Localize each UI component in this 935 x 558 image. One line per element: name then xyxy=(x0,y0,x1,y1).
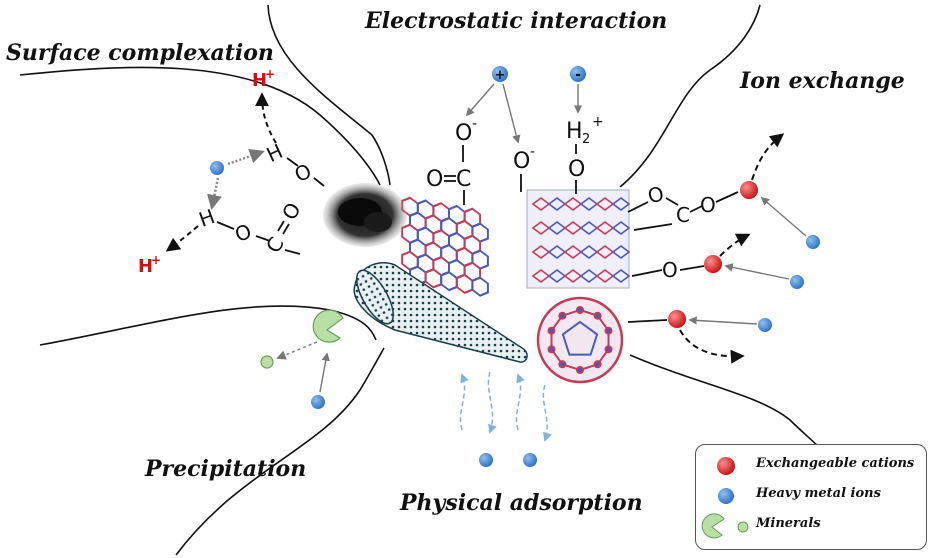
title-surface-complexation: Surface complexation xyxy=(6,40,274,66)
title-ion-exchange: Ion exchange xyxy=(740,68,905,94)
fullerene-atom xyxy=(576,306,584,314)
lattice-hexagon xyxy=(471,276,489,297)
exchangeable-cation-icon xyxy=(668,310,686,328)
h-plus-top-charge: + xyxy=(265,67,275,81)
title-electrostatic-interaction: Electrostatic interaction xyxy=(365,8,668,34)
heavy-metal-ion-icon xyxy=(806,235,820,249)
biochar-particle xyxy=(323,183,407,247)
fullerene-atom xyxy=(547,345,556,354)
oxonium-subscript: 2 xyxy=(582,132,590,147)
heavy-metal-ion-icon xyxy=(210,161,224,175)
negative-ion-sign: - xyxy=(575,67,581,83)
physical-adsorption-flow xyxy=(459,371,552,442)
exchangeable-cation-icon xyxy=(704,255,722,273)
fullerene xyxy=(536,296,624,384)
carboxylate-charge: - xyxy=(472,116,477,132)
fullerene-atom xyxy=(547,326,556,335)
carboxyl-oxygen-single: O xyxy=(232,219,255,247)
heavy-metal-ion-icon xyxy=(523,453,537,467)
carboxylate-oxygen: O xyxy=(455,121,472,146)
heavy-metal-ion-icon xyxy=(479,453,493,467)
heavy-metal-ion-icon xyxy=(311,395,325,409)
mineral-particle-icon xyxy=(260,355,274,369)
blue-sphere-icon xyxy=(718,488,734,504)
precipitation-chemistry xyxy=(260,309,344,409)
fullerene-atom xyxy=(593,311,602,320)
fullerene-atom xyxy=(558,311,567,320)
positive-ion-sign: + xyxy=(495,68,506,83)
h-plus-bottom-charge: + xyxy=(151,253,161,267)
graphene-sheet xyxy=(401,196,489,297)
oxonium-hydrogen: H xyxy=(566,119,583,144)
exchangeable-cation-icon xyxy=(740,181,758,199)
legend-item-heavy-metal-ions: Heavy metal ions xyxy=(696,483,926,509)
fullerene-ring xyxy=(561,320,599,356)
carboxyl-hydrogen: H xyxy=(196,204,218,232)
ester-oxygen-2: O xyxy=(700,193,716,217)
carbon-nanotube xyxy=(353,262,528,363)
heavy-metal-ion-icon xyxy=(758,318,772,332)
legend-label: Minerals xyxy=(756,516,821,531)
carboxyl-carbon: C xyxy=(456,167,471,192)
title-precipitation: Precipitation xyxy=(145,456,307,482)
fullerene-atom xyxy=(604,345,613,354)
ester-oxygen: O xyxy=(645,181,666,208)
fullerene-atom xyxy=(604,326,613,335)
carboxyl-oxygen-double: O xyxy=(277,198,306,224)
legend-item-exchangeable-cations: Exchangeable cations xyxy=(696,453,926,479)
electrostatic-chemistry: + - O - O C O - H 2 + O xyxy=(426,66,604,205)
fullerene-atom xyxy=(558,360,567,369)
negative-ion-icon xyxy=(570,66,586,82)
lattice-hexagon xyxy=(471,222,489,243)
graphite-cell xyxy=(611,269,631,283)
mineral-particle-icon xyxy=(737,521,749,533)
carbonyl-oxygen: O xyxy=(426,167,443,192)
hydroxyl-hydrogen: H xyxy=(263,139,287,167)
boundary-curves xyxy=(19,4,843,556)
ester-carbon: C xyxy=(676,203,690,227)
oxonium-oxygen: O xyxy=(568,157,585,182)
lattice-hexagon xyxy=(455,273,474,295)
title-physical-adsorption: Physical adsorption xyxy=(400,490,643,516)
mineral-pacman-icon xyxy=(701,513,725,539)
phenoxide-oxygen: O xyxy=(513,149,530,174)
hydroxyl-oxygen: O xyxy=(291,159,315,187)
phenoxide-charge: - xyxy=(530,144,535,160)
legend-item-minerals: Minerals xyxy=(696,513,926,539)
positive-ion-icon xyxy=(492,66,508,82)
legend-label: Heavy metal ions xyxy=(756,486,881,501)
lattice-hexagon xyxy=(440,270,458,292)
graphite-cell xyxy=(611,197,631,211)
graphite-cell xyxy=(611,245,631,259)
heavy-metal-ion-icon xyxy=(790,275,804,289)
mineral-pacman-icon xyxy=(312,309,344,343)
graphite-stack xyxy=(526,189,631,289)
legend: Exchangeable cations Heavy metal ions Mi… xyxy=(695,444,927,550)
graphite-cell xyxy=(611,221,631,235)
fullerene-atom xyxy=(593,360,602,369)
red-sphere-icon xyxy=(717,457,735,475)
hydroxyl-exchange-oxygen: O xyxy=(662,258,678,282)
h-plus-bottom-label: H xyxy=(138,256,153,277)
carboxyl-carbon-complex: C xyxy=(261,233,289,257)
ion-exchange-chemistry: O C O O xyxy=(627,133,820,364)
h-plus-top-label: H xyxy=(252,70,267,91)
fullerene-atom xyxy=(576,366,584,374)
oxonium-charge: + xyxy=(592,114,604,130)
legend-label: Exchangeable cations xyxy=(756,456,915,471)
lattice-hexagon xyxy=(471,249,489,270)
